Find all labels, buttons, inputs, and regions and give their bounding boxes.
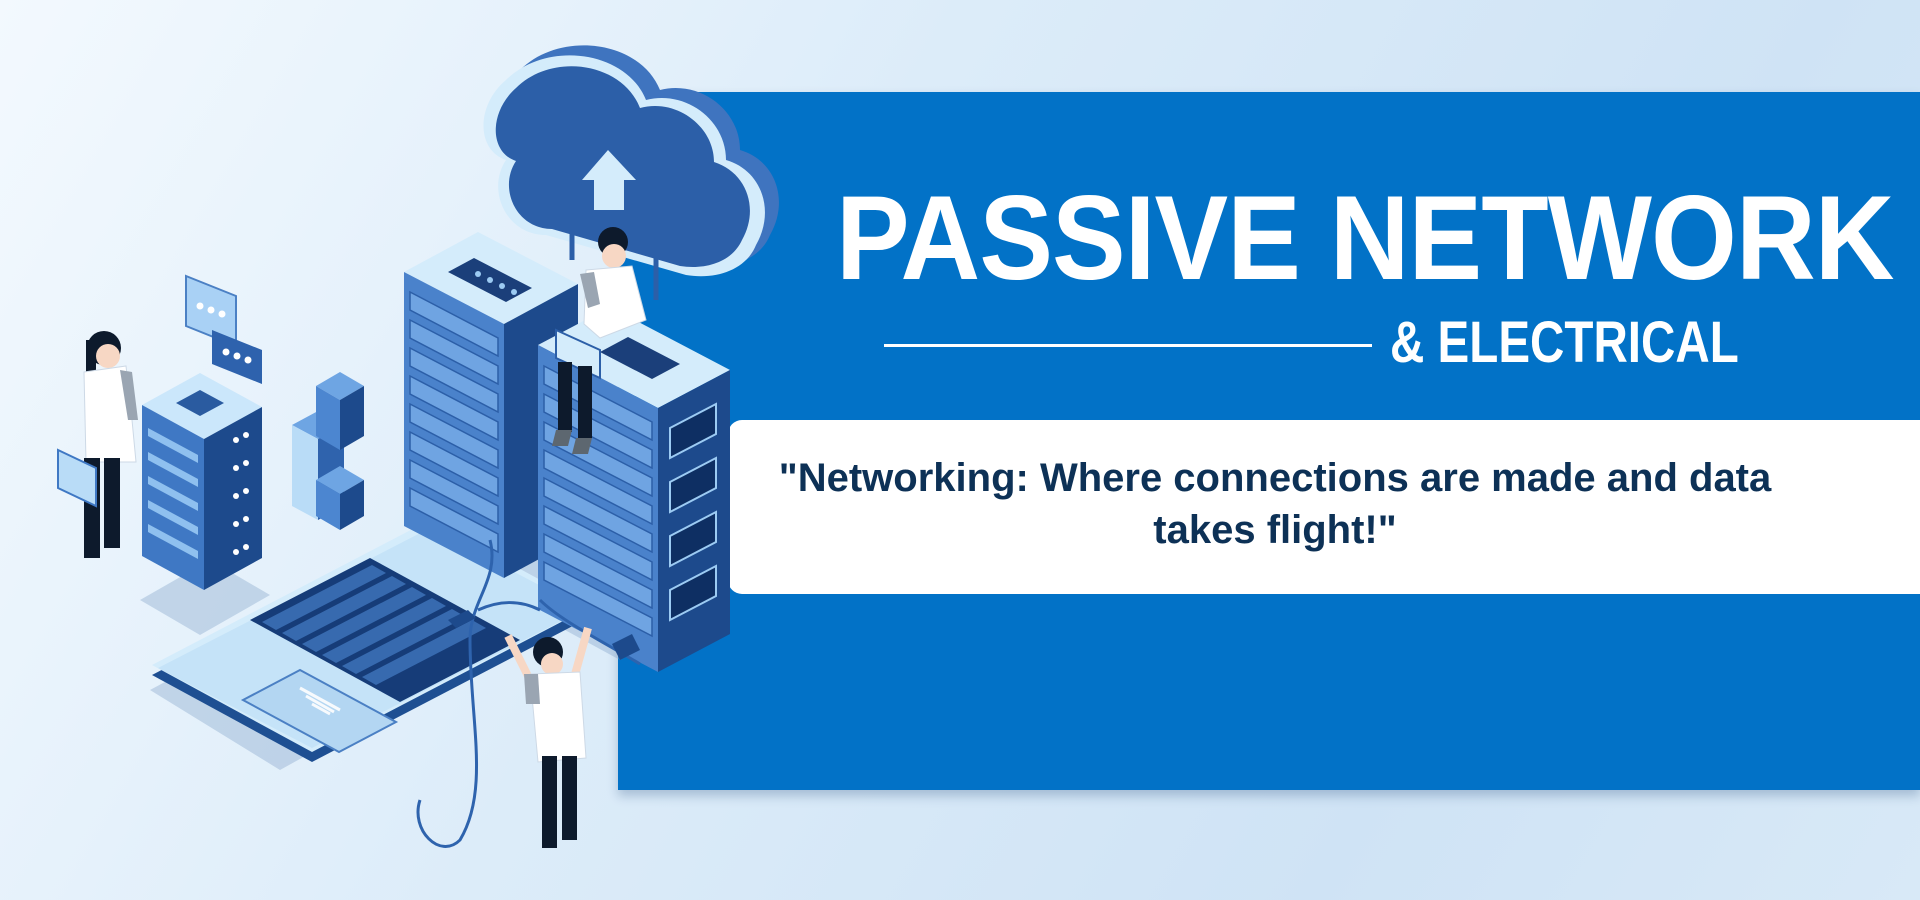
subtitle-divider [884, 344, 1372, 347]
banner-title: PASSIVE NETWORK [836, 171, 1895, 305]
plug-icon [448, 610, 640, 660]
cloud-upload-icon [483, 45, 779, 300]
network-cable [416, 539, 641, 848]
person-icon [504, 626, 592, 848]
laptop-icon [152, 520, 590, 762]
banner-subtitle: & ELECTRICAL [1390, 310, 1739, 375]
chat-bubble-icon [185, 274, 262, 384]
data-block-icon [292, 372, 364, 530]
small-server-icon [142, 373, 262, 590]
person-icon [552, 227, 647, 454]
person-icon [57, 331, 138, 558]
quote-box [728, 420, 1920, 594]
server-rack-icon [404, 232, 578, 578]
network-illustration [57, 45, 779, 848]
banner-quote: "Networking: Where connections are made … [778, 456, 1772, 552]
